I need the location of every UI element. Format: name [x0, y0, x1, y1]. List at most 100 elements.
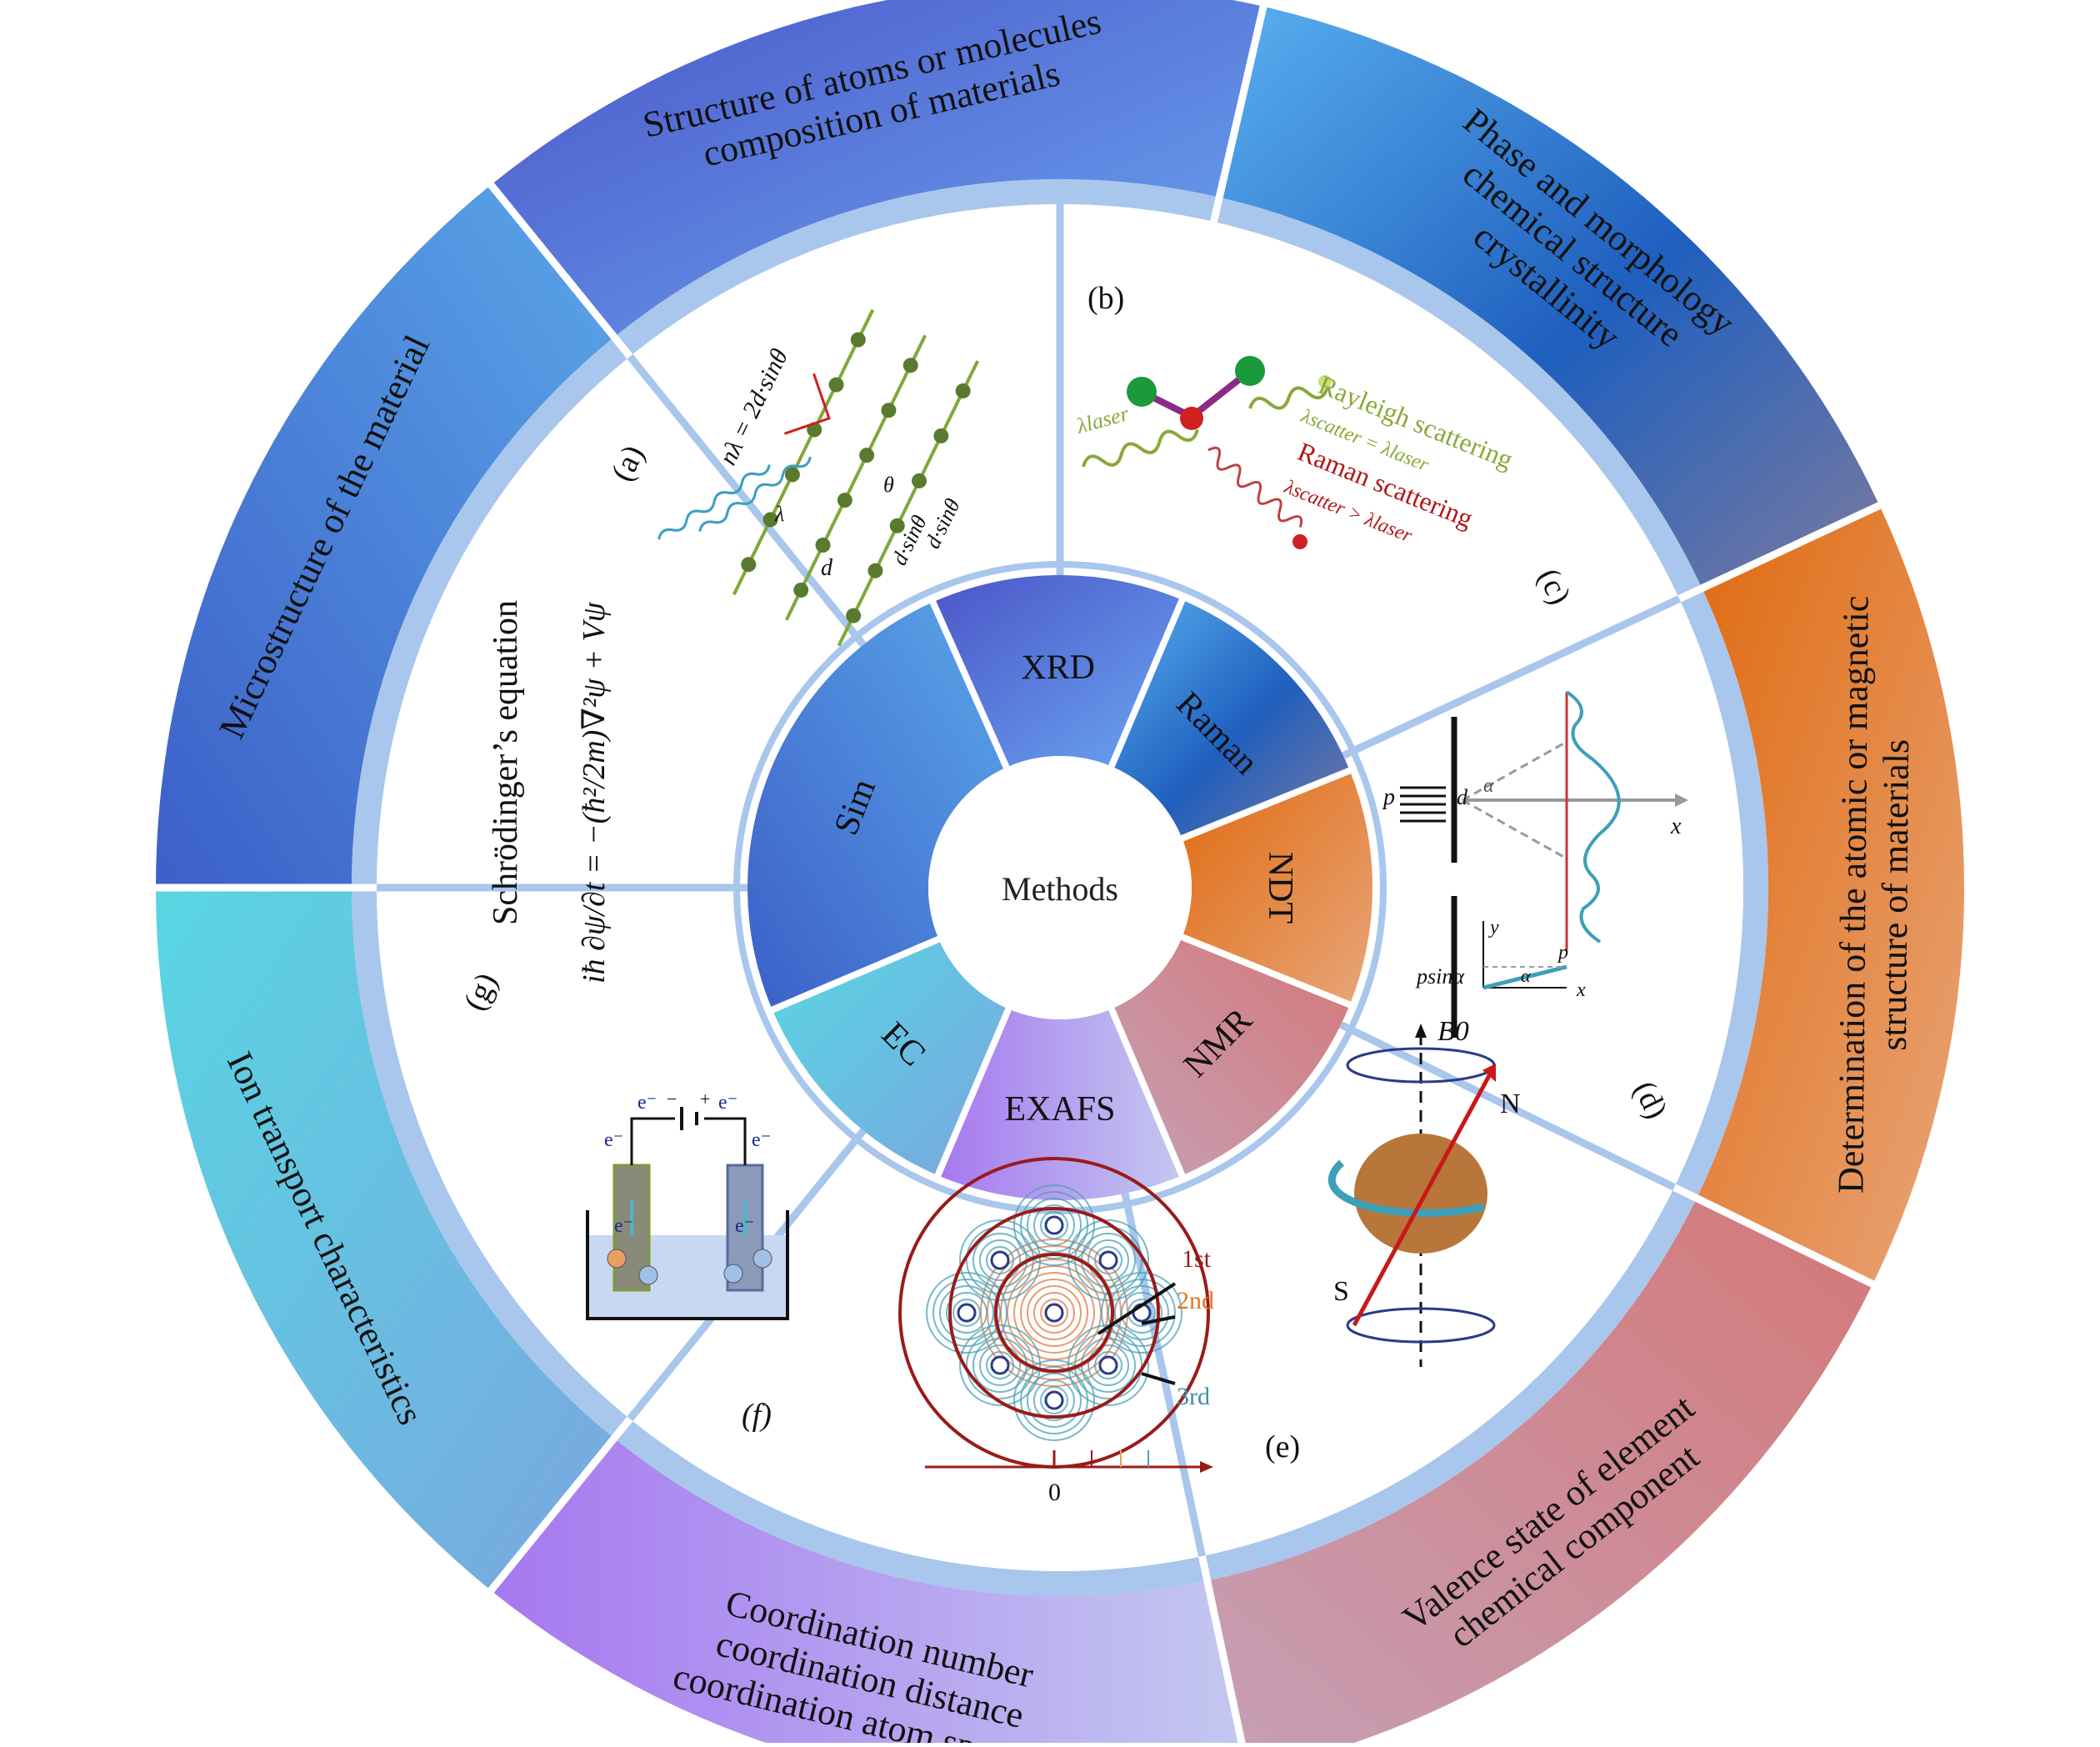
method-segment-ndt — [1182, 770, 1372, 1005]
scattering-wave — [1013, 1184, 1095, 1266]
psin-label: psinα — [1415, 964, 1465, 989]
d-label: d — [1457, 785, 1468, 809]
pointer-3rd — [1141, 1372, 1176, 1385]
y-label: y — [1488, 917, 1499, 939]
electron-label: e⁻ — [638, 1092, 657, 1114]
method-label-exafs: EXAFS — [1004, 1090, 1115, 1129]
method-label-xrd: XRD — [1021, 648, 1095, 688]
sim-panel: Schrödinger’s equation iħ ∂ψ/∂t = −(ħ²/2… — [457, 600, 612, 1016]
electron-label: e⁻ — [614, 1215, 633, 1237]
atom-icon — [990, 1355, 1010, 1375]
origin-label: 0 — [1048, 1479, 1061, 1506]
theta-label: θ — [883, 473, 894, 497]
electron-label: e⁻ — [735, 1215, 754, 1237]
path-difference — [783, 373, 831, 435]
equation-title: Schrödinger’s equation — [487, 600, 525, 925]
scattering-wave — [979, 1239, 1021, 1281]
scattering-wave — [959, 1219, 1041, 1301]
magnetic-moment — [1352, 1069, 1494, 1327]
outer-divider — [487, 181, 633, 359]
method-segment-sim — [748, 602, 1007, 1010]
panel-letter-e: (e) — [1265, 1429, 1300, 1464]
scattering-wave — [1108, 1279, 1176, 1347]
lattice-atoms — [741, 332, 971, 623]
scattering-wave — [952, 1299, 981, 1327]
scattering-wave — [986, 1351, 1014, 1379]
atom-icon — [957, 1303, 977, 1323]
segment-divider — [928, 598, 1010, 769]
atom-icon — [1235, 356, 1265, 386]
scattering-wave — [1033, 1379, 1075, 1421]
ndt-panel: p d α x y x p psinα α (d) — [1382, 690, 1688, 1124]
third-shell-label: 3rd — [1177, 1383, 1210, 1410]
ec-panel: e⁻ e⁻ e⁻ e⁻ e⁻ e⁻ − + (f) — [586, 1089, 789, 1433]
scattering-wave — [1027, 1285, 1082, 1340]
incident-wave — [658, 464, 771, 540]
arrow-icon — [1200, 1461, 1213, 1473]
scattering-shells — [926, 1184, 1182, 1441]
scattering-wave — [1114, 1285, 1169, 1340]
panel-letter-f: (f) — [742, 1398, 772, 1433]
scattering-wave — [1027, 1198, 1082, 1253]
scattering-wave — [926, 1272, 1008, 1354]
b0-label: B0 — [1438, 1016, 1469, 1047]
shell-1 — [994, 1253, 1114, 1373]
center-hub — [928, 756, 1192, 1019]
nucleus-sphere — [1354, 1134, 1488, 1254]
outer-label-ndt: structure of materials — [1873, 739, 1917, 1051]
minus-terminal: − — [667, 1089, 677, 1109]
atom-icon — [1098, 1355, 1118, 1375]
method-segment-raman — [1111, 599, 1350, 838]
outer-divider — [1678, 501, 1883, 603]
outer-segment-xrd — [491, 0, 1264, 338]
spin-arrow — [1328, 1159, 1484, 1217]
center-label: Methods — [1002, 870, 1118, 908]
outer-divider — [487, 1416, 633, 1594]
p-label: p — [1382, 784, 1395, 810]
outer-divider — [1210, 3, 1268, 223]
scattering-wave — [1101, 1272, 1182, 1354]
atom-icon — [1098, 1250, 1118, 1270]
ring-dividers — [154, 3, 1883, 1747]
scattering-wave — [1068, 1219, 1149, 1301]
atom-icon — [990, 1250, 1010, 1270]
outer-divider — [1198, 1555, 1247, 1747]
atom-icon — [1127, 377, 1157, 407]
segment-divider — [1180, 934, 1354, 1009]
incident-wave — [698, 456, 812, 532]
shell-2 — [948, 1207, 1160, 1419]
schrodinger-equation: iħ ∂ψ/∂t = −(ħ²/2m)∇²ψ + Vψ — [577, 601, 612, 984]
outer-label-ndt: Determination of the atomic or magnetic — [1830, 596, 1876, 1194]
scattering-wave — [1013, 1272, 1095, 1354]
scattering-wave — [1013, 1359, 1095, 1441]
cell-container — [586, 1210, 789, 1320]
method-segment-exafs — [938, 1009, 1182, 1200]
outer-segment-nmr — [1207, 1198, 1873, 1747]
scattering-wave — [939, 1285, 994, 1340]
electron-label: e⁻ — [604, 1129, 623, 1151]
scattering-wave — [1040, 1299, 1068, 1327]
scattering-wave — [1027, 1373, 1082, 1428]
x-label: x — [1670, 813, 1682, 839]
panel-letter-b: (b) — [1088, 281, 1124, 316]
x-label-small: x — [1576, 979, 1586, 1001]
electron-label: e⁻ — [752, 1129, 771, 1151]
inner-ring — [748, 575, 1372, 1200]
panel-divider — [1341, 595, 1682, 759]
momentum-vector — [1482, 964, 1568, 990]
method-segment-nmr — [1111, 937, 1350, 1176]
north-label: N — [1500, 1089, 1521, 1119]
scattering-wave — [986, 1246, 1014, 1274]
scattering-wave — [1033, 1292, 1075, 1334]
alpha-label-small: α — [1521, 965, 1531, 986]
ion-icon — [723, 1264, 743, 1284]
outer-segment-ndt — [1696, 505, 1964, 1284]
alpha-label: α — [1483, 775, 1494, 797]
intensity-profile — [1565, 690, 1621, 944]
segment-divider — [1108, 1007, 1187, 1180]
scattering-wave — [979, 1344, 1021, 1386]
pointer-2nd — [1141, 1315, 1176, 1325]
scattering-wave — [1040, 1386, 1068, 1414]
